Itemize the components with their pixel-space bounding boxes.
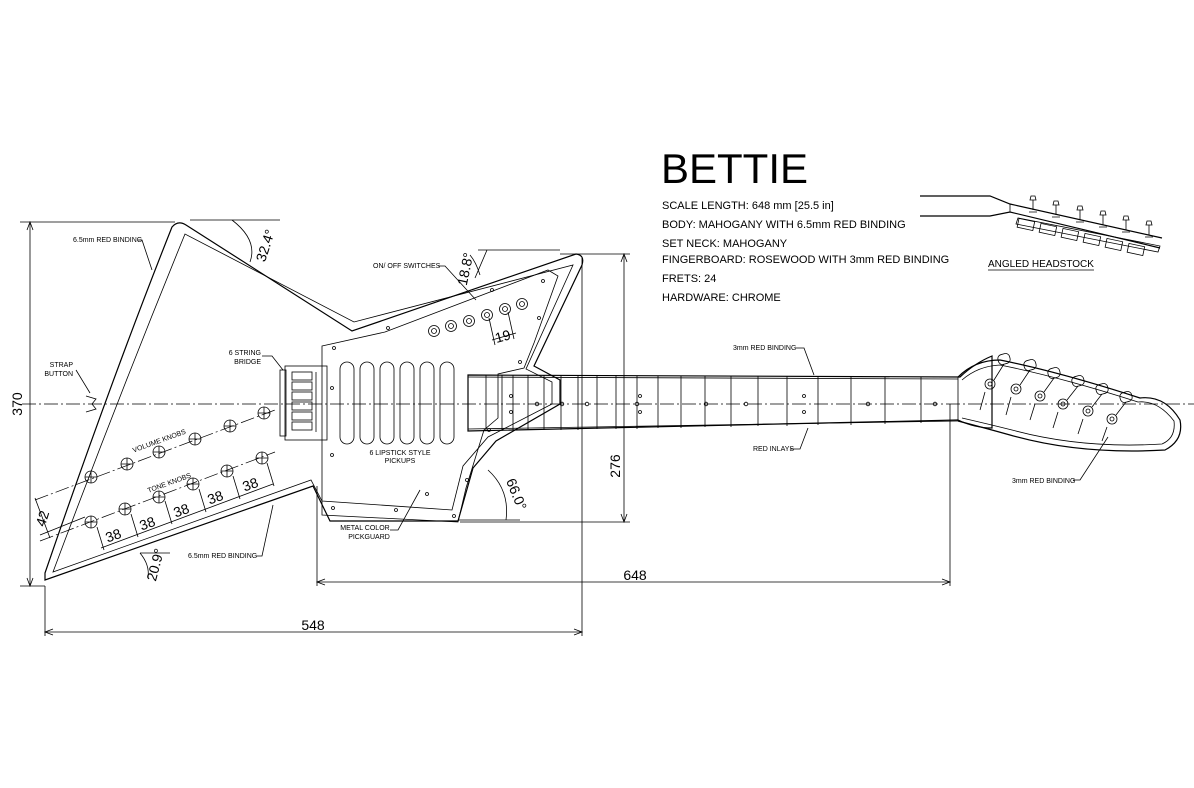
callout-pickguard-line1: METAL COLOR [340,525,389,532]
lipstick-pickups [339,361,455,445]
callout-bridge-line1: 6 STRING [229,350,261,357]
volume-knobs [84,406,271,484]
dim-angle-18-8: 18.8° [454,251,476,286]
pickguard-outline [321,269,559,523]
side-tuner-pegs [1029,195,1153,238]
guitar-body [44,222,584,581]
frets [485,375,959,431]
body-outline [44,222,584,581]
dim-scale-648: 648 [623,567,647,583]
dimension-lines [20,219,952,636]
dim-angle-32-4: 32.4° [253,227,278,263]
callout-pickups-line2: PICKUPS [385,458,416,465]
fingerboard-binding-top [467,376,959,380]
bridge [279,365,328,441]
callout-neck-binding: 3mm RED BINDING [733,345,796,352]
pickup-3 [379,361,395,445]
callout-tone-knobs: TONE KNOBS [147,472,193,494]
spec-hardware: HARDWARE: CHROME [662,292,781,304]
pickup-4 [399,361,415,445]
dim-angle-66-0: 66.0° [503,476,530,512]
red-inlays [509,394,938,414]
tuners [979,353,1133,442]
headstock-label: ANGLED HEADSTOCK [988,259,1094,270]
on-off-switches [428,298,528,337]
callout-red-inlays: RED INLAYS [753,446,794,453]
callout-bridge-line2: BRIDGE [234,359,261,366]
pickup-1 [339,361,355,445]
callout-head-binding: 3mm RED BINDING [1012,478,1075,485]
drawing-title: BETTIE [661,145,808,192]
callout-strap-line2: BUTTON [44,371,73,378]
callout-binding-top: 6.5mm RED BINDING [73,237,142,244]
spec-scale-length: SCALE LENGTH: 648 mm [25.5 in] [662,200,834,212]
dim-knob-spacing-2: 38 [137,513,157,533]
body-binding [52,233,574,573]
dim-body-length-548: 548 [301,617,325,633]
dim-angle-20-9: 20.9° [143,547,167,583]
dim-knob-offset-42: 42 [32,508,52,528]
spec-frets: FRETS: 24 [662,273,716,285]
callout-pickguard-line2: PICKGUARD [348,534,390,541]
pickup-5 [419,361,435,445]
neck-outline [467,355,993,432]
spec-set-neck: SET NECK: MAHOGANY [662,238,788,250]
callout-switches: ON/ OFF SWITCHES [373,263,441,270]
headstock-outline [957,359,1182,452]
callout-strap-line1: STRAP [50,362,74,369]
spec-list: SCALE LENGTH: 648 mm [25.5 in] BODY: MAH… [662,200,949,304]
headstock [957,353,1182,452]
dim-neck-height-276: 276 [607,454,623,478]
callout-leaders [75,239,1109,557]
angled-headstock-view: ANGLED HEADSTOCK [920,195,1163,271]
callout-binding-bottom: 6.5mm RED BINDING [188,553,257,560]
volume-knob-line [34,409,276,501]
pickguard-screws [330,279,545,518]
pickguard [321,269,559,523]
strap-button [85,395,97,413]
spec-body: BODY: MAHOGANY WITH 6.5mm RED BINDING [662,219,906,231]
fingerboard-binding-bottom [467,420,959,430]
tone-knobs [84,451,269,529]
neck [467,355,993,432]
dim-knob-spacing-5: 38 [240,474,260,494]
spec-fingerboard: FINGERBOARD: ROSEWOOD WITH 3mm RED BINDI… [662,254,949,266]
pickup-6 [439,361,455,445]
dim-knob-spacing-3: 38 [171,500,191,520]
tone-knob-line [39,451,276,542]
dim-height-370: 370 [9,392,25,416]
callout-volume-knobs: VOLUME KNOBS [132,429,187,455]
dim-knob-spacing-4: 38 [205,487,225,507]
dim-knob-spacing-1: 38 [103,525,123,545]
callout-pickups-line1: 6 LIPSTICK STYLE [369,450,430,457]
dim-switch-spacing-19: 19 [493,326,512,346]
pickup-2 [359,361,375,445]
headstock-binding [961,364,1175,446]
